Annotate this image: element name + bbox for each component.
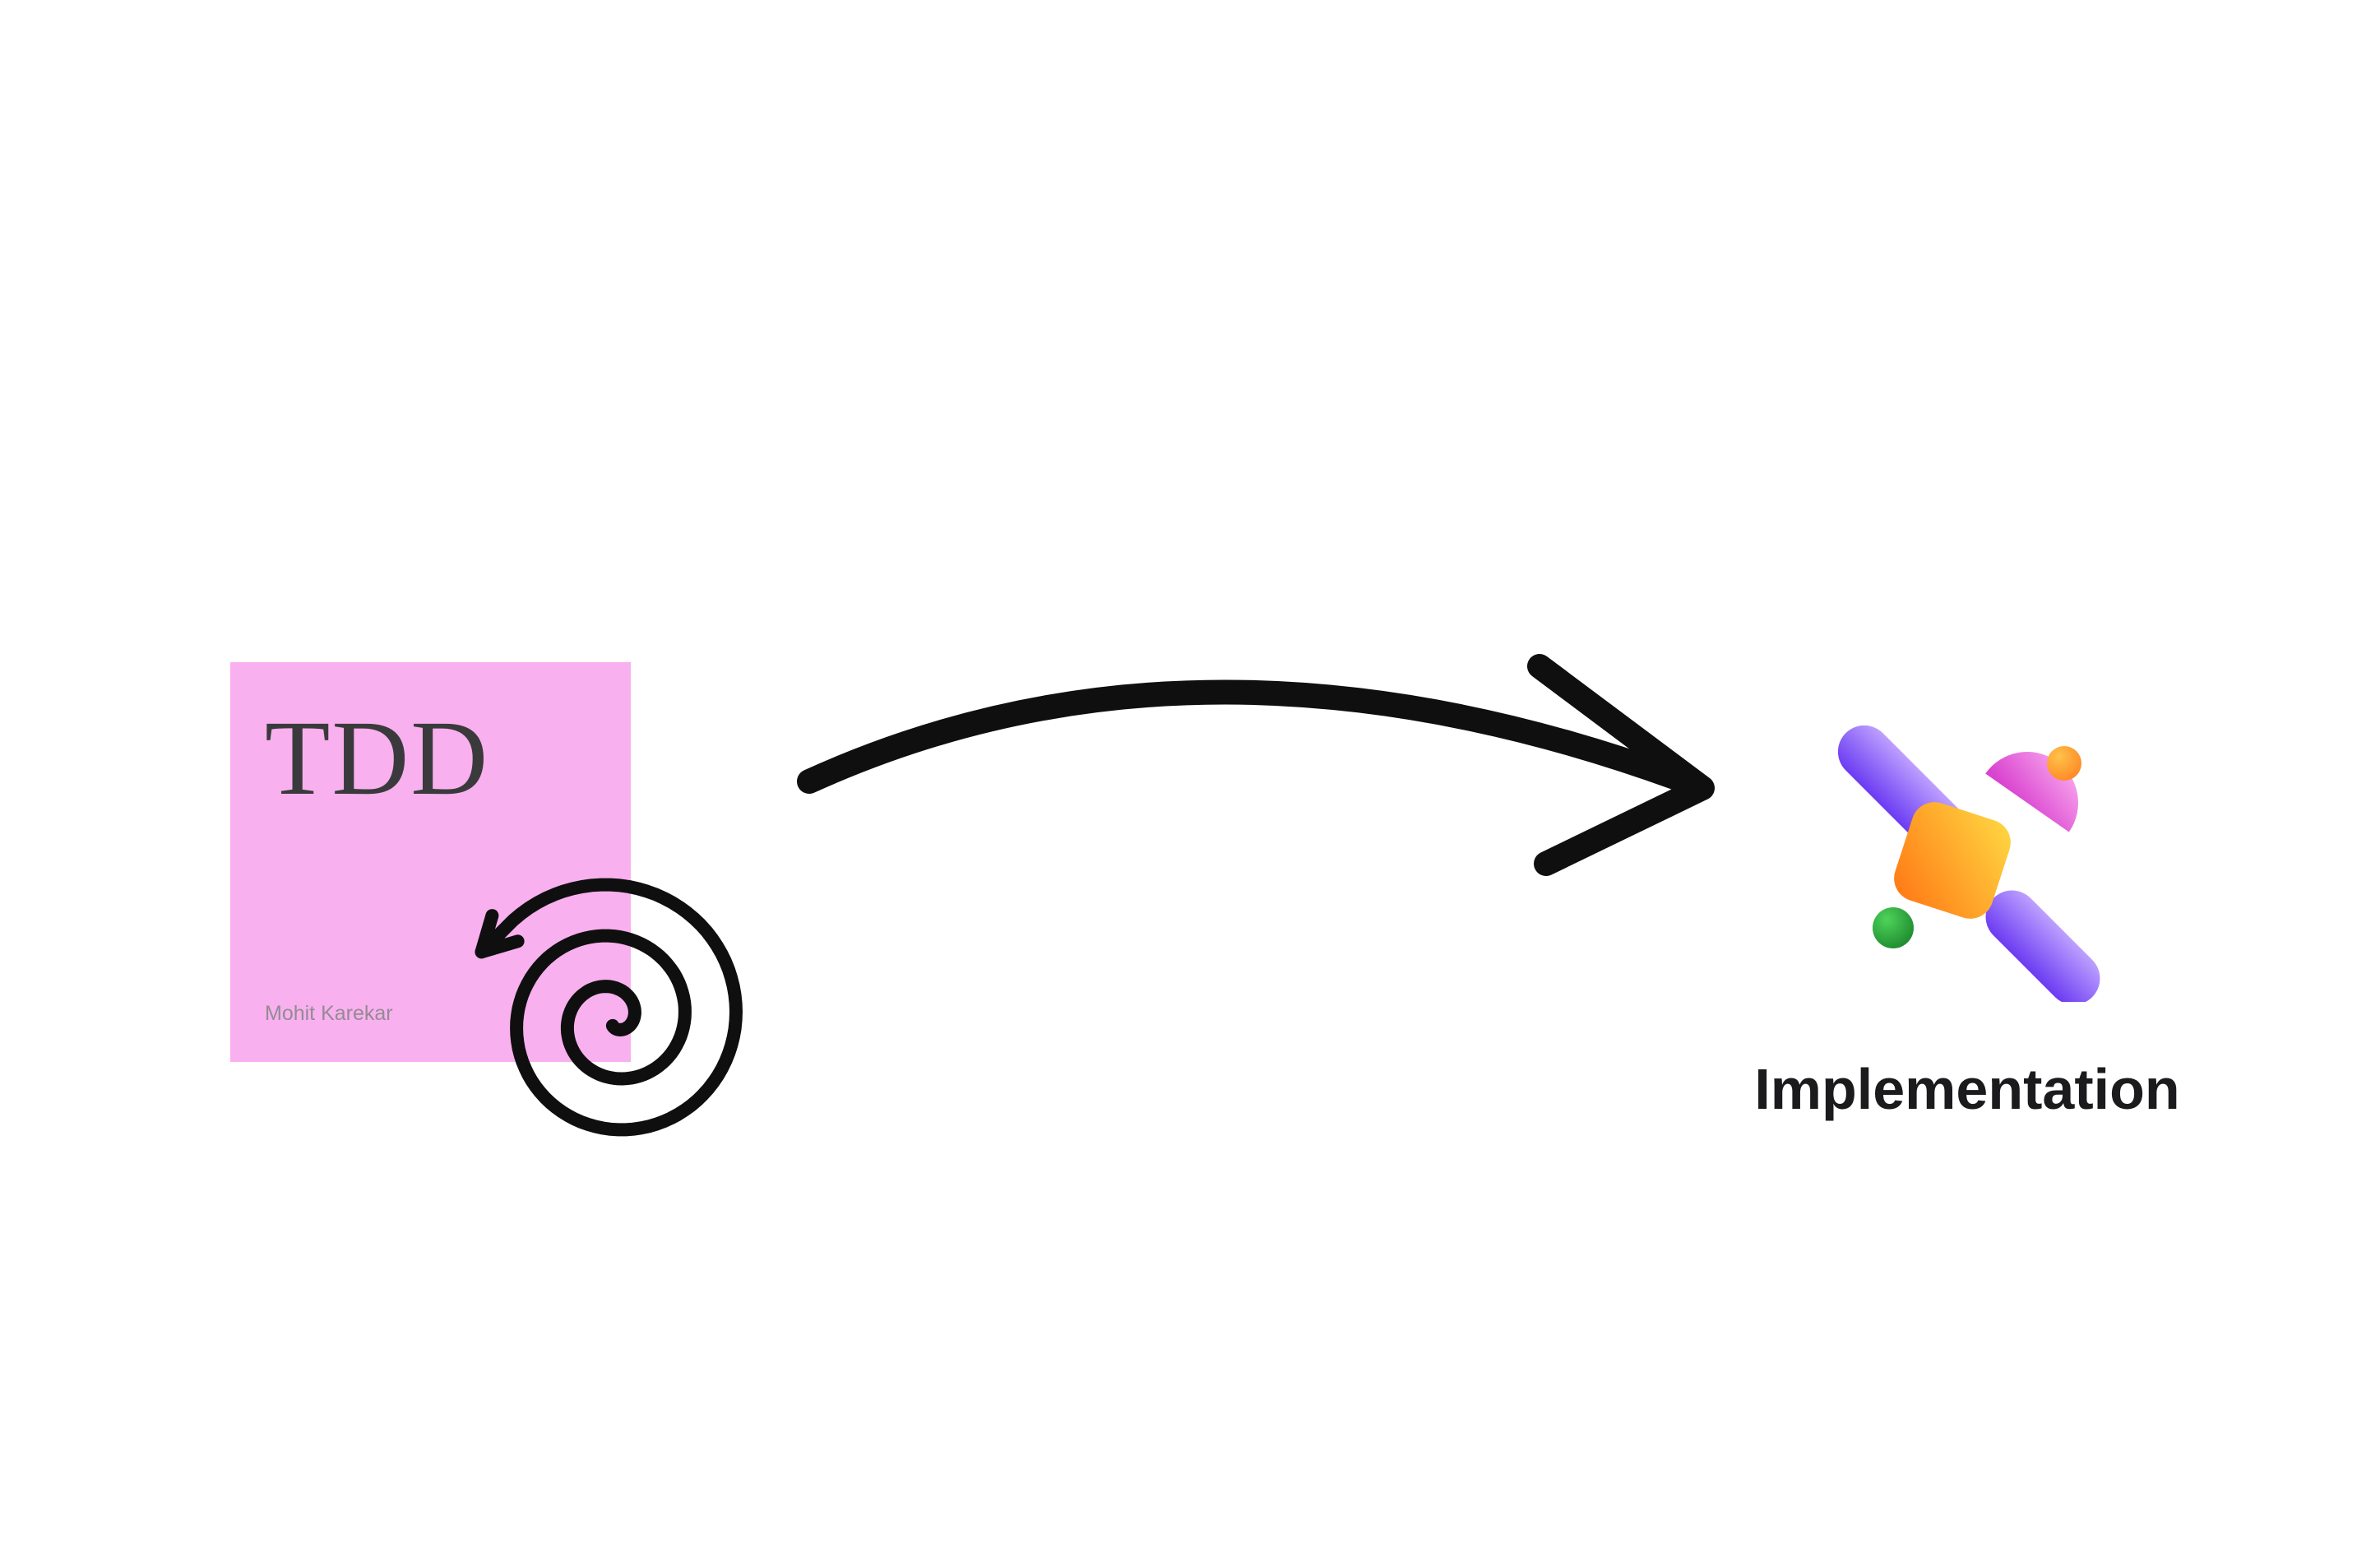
satellite-orange-ball-icon bbox=[2047, 746, 2081, 781]
tdd-card: TDD Mohit Karekar bbox=[230, 662, 631, 1062]
curved-arrow-icon bbox=[797, 679, 1711, 799]
satellite-arm-lower-icon bbox=[1985, 890, 2100, 1002]
satellite-core-icon bbox=[1894, 802, 2011, 919]
implementation-label: Implementation bbox=[1754, 1057, 2180, 1121]
card-author: Mohit Karekar bbox=[265, 1002, 393, 1025]
curved-arrowhead-icon bbox=[1527, 654, 1715, 876]
satellite-halfmoon-icon bbox=[1985, 752, 2078, 832]
satellite-3d-icon bbox=[1837, 725, 2100, 1002]
card-title: TDD bbox=[265, 699, 490, 818]
satellite-green-ball-icon bbox=[1873, 907, 1914, 948]
